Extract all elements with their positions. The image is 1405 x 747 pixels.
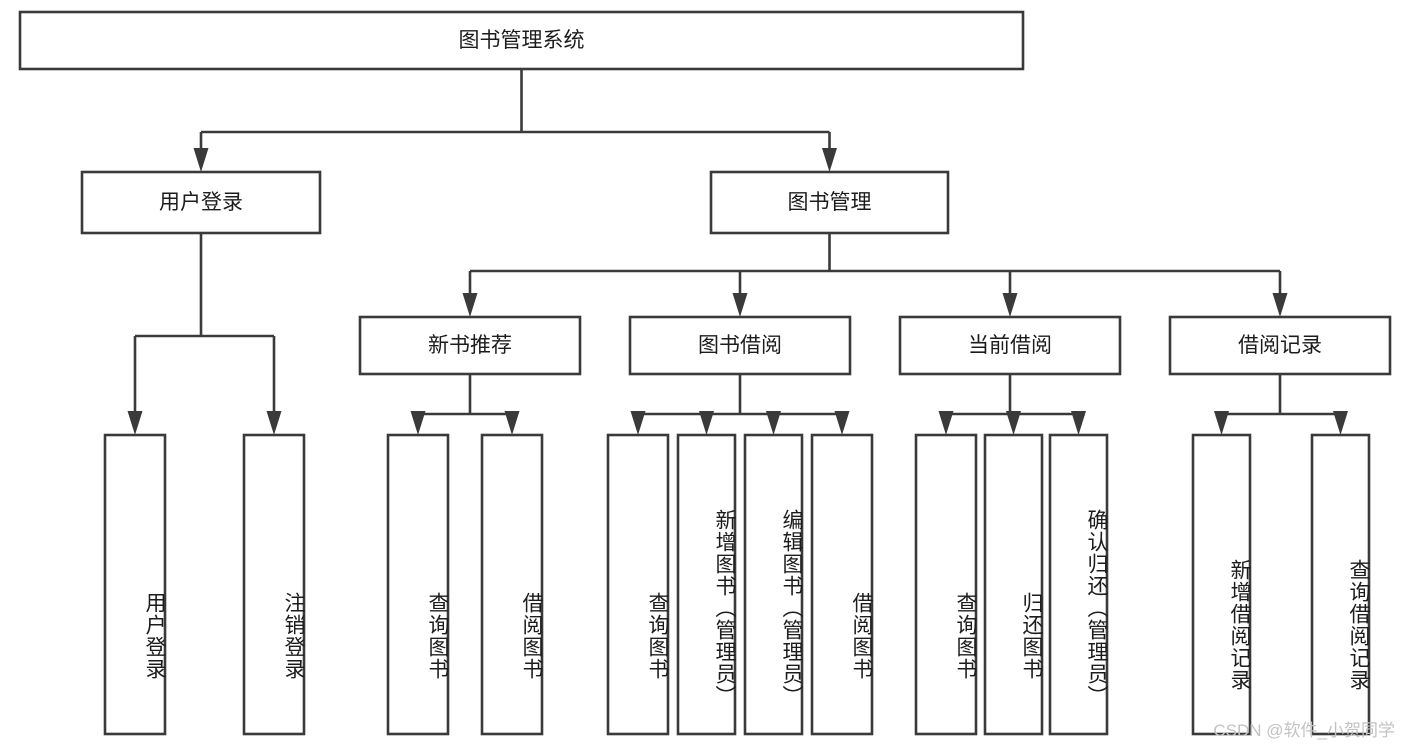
arrow-head-icon	[504, 411, 520, 435]
node-box	[914, 433, 978, 736]
node-book-borrow[interactable]: 图书借阅	[628, 315, 852, 376]
arrow-head-icon	[834, 411, 850, 435]
node-box	[480, 433, 544, 736]
arrow-head-icon	[266, 411, 282, 435]
node-box	[1191, 433, 1252, 736]
node-box	[743, 433, 804, 736]
node-label: 图书管理系统	[459, 29, 585, 52]
node-box	[358, 315, 582, 376]
node-book-manage[interactable]: 图书管理	[709, 170, 950, 235]
arrow-head-icon	[1071, 411, 1086, 435]
node-box	[1048, 433, 1109, 736]
arrow-head-icon	[699, 411, 714, 435]
node-new-book-rec[interactable]: 新书推荐	[358, 315, 582, 376]
arrow-head-icon	[462, 293, 478, 317]
node-box	[103, 433, 167, 736]
node-leaf-query-record[interactable]	[1310, 433, 1371, 736]
node-box	[628, 315, 852, 376]
node-label: 借阅记录	[1238, 334, 1322, 357]
arrow-head-icon	[1006, 411, 1021, 435]
node-leaf-query-book-2[interactable]	[606, 433, 670, 736]
node-leaf-edit-book[interactable]	[743, 433, 804, 736]
node-leaf-add-book[interactable]	[676, 433, 737, 736]
node-leaf-confirm-return[interactable]	[1048, 433, 1109, 736]
node-box	[18, 10, 1025, 71]
node-leaf-add-record[interactable]	[1191, 433, 1252, 736]
node-leaf-return-book[interactable]	[983, 433, 1044, 736]
node-leaf-query-book-1[interactable]	[386, 433, 450, 736]
node-box	[983, 433, 1044, 736]
watermark: CSDN @软件_小贺同学	[1213, 721, 1395, 740]
arrow-head-icon	[766, 411, 781, 435]
node-leaf-user-login[interactable]	[103, 433, 167, 736]
arrow-head-icon	[1002, 293, 1018, 317]
node-borrow-record[interactable]: 借阅记录	[1168, 315, 1392, 376]
node-label: 用户登录	[159, 191, 243, 214]
node-leaf-borrow-book-1[interactable]	[480, 433, 544, 736]
node-box	[1168, 315, 1392, 376]
node-leaf-borrow-book-2[interactable]	[810, 433, 874, 736]
node-leaf-query-book-3[interactable]	[914, 433, 978, 736]
edges-layer	[127, 69, 1348, 435]
node-label: 图书借阅	[698, 334, 782, 357]
node-box	[898, 315, 1122, 376]
node-label: 新书推荐	[428, 334, 512, 357]
arrow-head-icon	[127, 411, 143, 435]
node-box	[386, 433, 450, 736]
node-label: 当前借阅	[968, 334, 1052, 357]
node-box	[606, 433, 670, 736]
arrow-head-icon	[732, 293, 748, 317]
node-box	[709, 170, 950, 235]
arrow-head-icon	[1333, 411, 1348, 435]
node-current-borrow[interactable]: 当前借阅	[898, 315, 1122, 376]
arrow-head-icon	[410, 411, 426, 435]
arrow-head-icon	[1272, 293, 1288, 317]
node-box	[676, 433, 737, 736]
node-user-login[interactable]: 用户登录	[80, 170, 322, 235]
node-box	[80, 170, 322, 235]
node-box	[810, 433, 874, 736]
arrow-head-icon	[630, 411, 646, 435]
node-box	[242, 433, 306, 736]
node-box	[1310, 433, 1371, 736]
node-root[interactable]: 图书管理系统	[18, 10, 1025, 71]
arrow-head-icon	[938, 411, 954, 435]
node-leaf-logout[interactable]	[242, 433, 306, 736]
arrow-head-icon	[193, 148, 209, 172]
arrow-head-icon	[822, 148, 837, 172]
arrow-head-icon	[1214, 411, 1229, 435]
node-label: 图书管理	[788, 191, 872, 214]
